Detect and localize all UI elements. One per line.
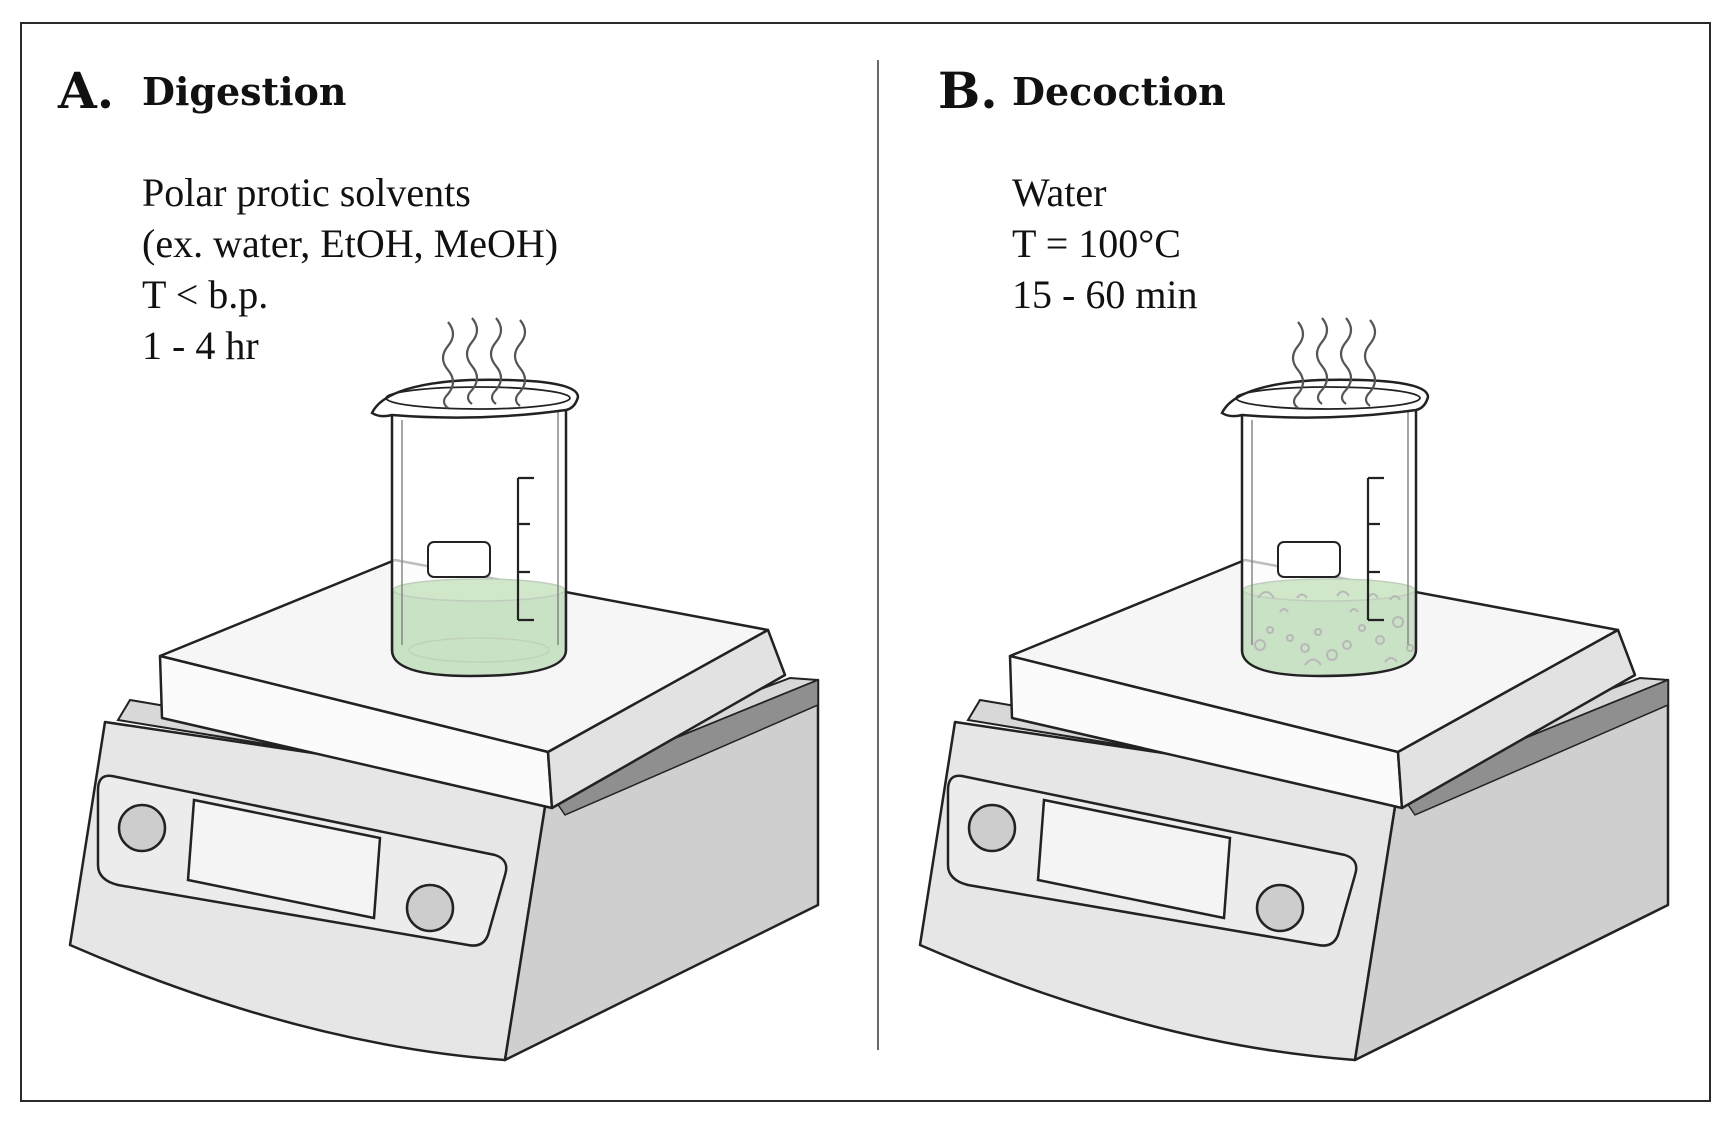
panel-a-condition-2: (ex. water, EtOH, MeOH) xyxy=(142,221,559,266)
panel-b-title: Decoction xyxy=(1012,69,1226,114)
panel-a-condition-4: 1 - 4 hr xyxy=(142,323,259,368)
panel-b-letter: B. xyxy=(938,61,998,120)
panel-a-beaker xyxy=(370,316,580,678)
panel-divider xyxy=(877,60,879,1050)
panel-a-conditions: Polar protic solvents (ex. water, EtOH, … xyxy=(142,167,558,371)
panel-b-conditions: Water T = 100°C 15 - 60 min xyxy=(1012,167,1198,320)
panel-b-condition-2: T = 100°C xyxy=(1012,221,1181,266)
panel-b-condition-1: Water xyxy=(1012,170,1107,215)
panel-a-letter: A. xyxy=(58,61,115,120)
panel-b-beaker xyxy=(1220,316,1430,678)
panel-a-condition-3: T < b.p. xyxy=(142,272,269,317)
panel-a-title: Digestion xyxy=(142,69,347,114)
panel-a-condition-1: Polar protic solvents xyxy=(142,170,471,215)
panel-b-condition-3: 15 - 60 min xyxy=(1012,272,1198,317)
